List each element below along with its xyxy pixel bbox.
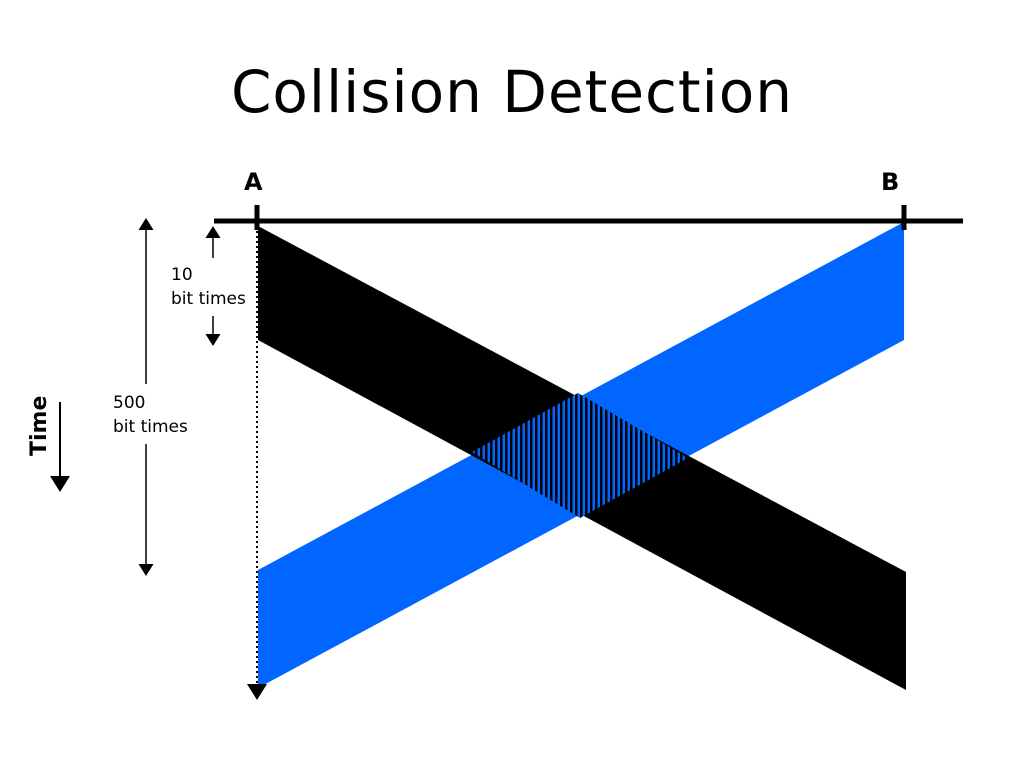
station-a-label: A xyxy=(244,168,263,196)
short-interval-label: 10 bit times xyxy=(171,263,246,311)
time-axis-label: Time xyxy=(27,395,52,456)
short-interval-unit: bit times xyxy=(171,289,246,309)
long-interval-unit: bit times xyxy=(113,417,188,437)
long-interval-value: 500 xyxy=(113,393,146,413)
long-interval-label: 500 bit times xyxy=(113,391,188,439)
collision-region xyxy=(472,393,688,518)
slide-title: Collision Detection xyxy=(230,58,794,126)
short-interval-value: 10 xyxy=(171,265,193,285)
station-b-label: B xyxy=(881,168,900,196)
